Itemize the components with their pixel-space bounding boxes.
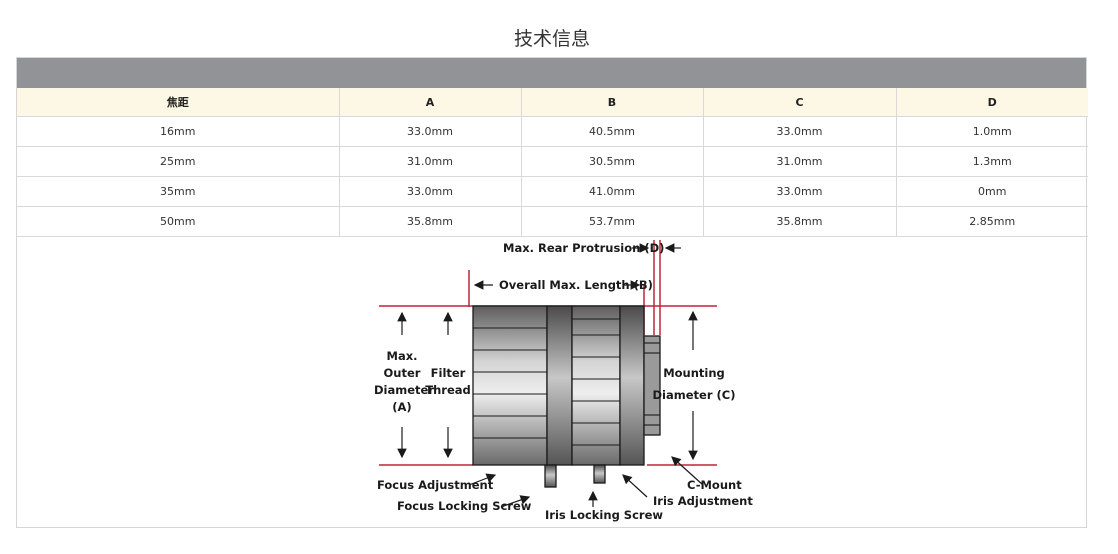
cell-a: 35.8mm [339,206,522,237]
label-overall-max-length: Overall Max. Length (B) [499,278,653,292]
cell-d: 2.85mm [896,206,1088,237]
table-row: 50mm 35.8mm 53.7mm 35.8mm 2.85mm [17,206,1088,237]
cell-b: 40.5mm [521,116,704,147]
label-mounting-diameter-1: Mounting [663,366,725,380]
cell-b: 41.0mm [521,176,704,207]
cell-focal-length: 25mm [17,146,340,177]
table-header-row: 焦距 A B C D [17,88,1088,117]
cell-focal-length: 16mm [17,116,340,147]
cell-d: 1.0mm [896,116,1088,147]
spec-panel: 焦距 A B C D 16mm 33.0mm 40.5mm 33.0mm 1.0… [16,57,1088,528]
page-title: 技术信息 [513,28,590,50]
panel-header-bar [17,58,1086,88]
table-row: 16mm 33.0mm 40.5mm 33.0mm 1.0mm [17,116,1088,147]
label-max-outer-diameter-2: Outer [384,366,421,380]
guide-arrows [397,243,704,508]
column-header-b: B [521,88,704,117]
lens-body [472,305,661,488]
cell-c: 35.8mm [703,206,897,237]
table-row: 35mm 33.0mm 41.0mm 33.0mm 0mm [17,176,1088,207]
label-iris-locking-screw: Iris Locking Screw [545,508,663,522]
cell-focal-length: 50mm [17,206,340,237]
cell-b: 53.7mm [521,206,704,237]
label-filter-thread-1: Filter [431,366,466,380]
cell-d: 1.3mm [896,146,1088,177]
column-header-c: C [703,88,897,117]
column-header-a: A [339,88,522,117]
cell-b: 30.5mm [521,146,704,177]
label-focus-locking-screw: Focus Locking Screw [397,499,532,513]
cell-a: 31.0mm [339,146,522,177]
column-header-focal-length: 焦距 [17,88,340,117]
label-c-mount: C-Mount [687,478,742,492]
cell-d: 0mm [896,176,1088,207]
cell-focal-length: 35mm [17,176,340,207]
spec-table: 焦距 A B C D 16mm 33.0mm 40.5mm 33.0mm 1.0… [17,88,1088,237]
lens-diagram-svg: Max. Rear Protrusion (D) Overall Max. Le… [374,240,753,522]
label-max-outer-diameter-4: (A) [392,400,411,414]
label-mounting-diameter-2: Diameter (C) [653,388,736,402]
label-iris-adjustment: Iris Adjustment [653,494,753,508]
label-filter-thread-2: Thread [425,383,471,397]
cell-c: 33.0mm [703,116,897,147]
label-focus-adjustment: Focus Adjustment [377,478,494,492]
cell-a: 33.0mm [339,176,522,207]
column-header-d: D [896,88,1088,117]
table-row: 25mm 31.0mm 30.5mm 31.0mm 1.3mm [17,146,1088,177]
cell-c: 33.0mm [703,176,897,207]
cell-a: 33.0mm [339,116,522,147]
label-max-outer-diameter-1: Max. [387,349,418,363]
label-max-outer-diameter-3: Diameter [374,383,434,397]
label-max-rear-protrusion: Max. Rear Protrusion (D) [503,241,664,255]
lens-dimension-diagram: Max. Rear Protrusion (D) Overall Max. Le… [17,235,1086,527]
cell-c: 31.0mm [703,146,897,177]
